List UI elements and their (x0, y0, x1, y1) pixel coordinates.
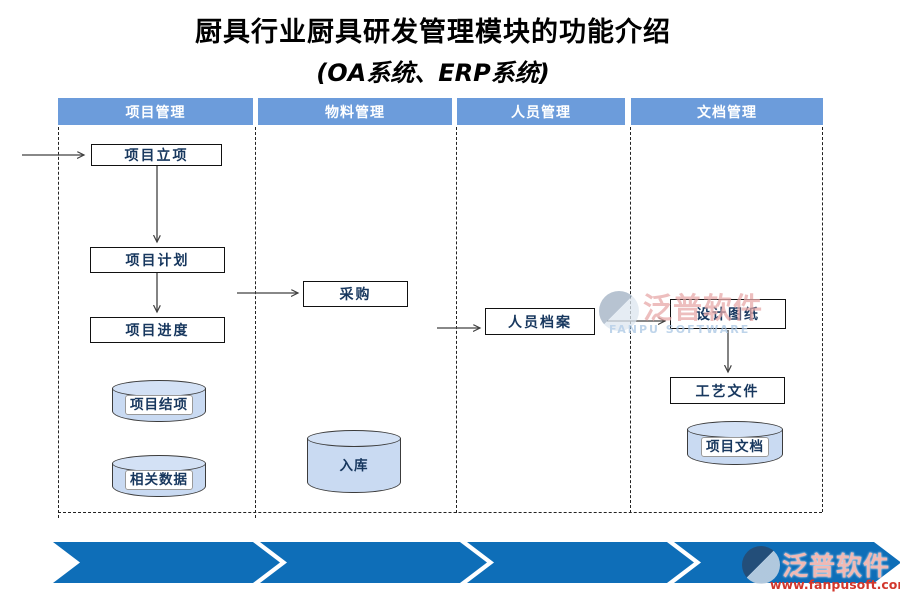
lane-border-right (822, 127, 823, 512)
lane-border-left (58, 127, 59, 518)
page-title: 厨具行业厨具研发管理模块的功能介绍 (OA系统、ERP系统) (0, 10, 866, 88)
lane-divider-3 (630, 127, 631, 513)
chevron-step-4 (674, 542, 900, 583)
column-header-project-management: 项目管理 (58, 98, 253, 125)
lane-divider-1 (255, 127, 256, 518)
chevron-step-2 (260, 542, 487, 583)
title-line-2: (OA系统、ERP系统) (316, 59, 550, 87)
lane-border-bottom (58, 512, 822, 513)
node-purchase: 采购 (303, 281, 408, 307)
cylinder-related-data: 相关数据 (112, 455, 206, 497)
cylinder-body (307, 438, 401, 493)
cylinder-warehouse-in: 入库 (307, 430, 401, 493)
node-project-plan: 项目计划 (90, 247, 225, 273)
column-header-material-management: 物料管理 (258, 98, 452, 125)
lane-divider-2 (456, 127, 457, 513)
cylinder-project-documents: 项目文档 (687, 421, 783, 465)
column-header-personnel-management: 人员管理 (457, 98, 625, 125)
chevron-step-1 (53, 542, 280, 583)
node-project-initiation: 项目立项 (91, 144, 222, 166)
cylinder-label: 相关数据 (125, 469, 193, 490)
cylinder-project-closure: 项目结项 (112, 380, 206, 422)
node-project-progress: 项目进度 (90, 317, 225, 343)
node-design-drawings: 设计图纸 (670, 299, 786, 329)
chevron-step-3 (467, 542, 694, 583)
cylinder-top (307, 430, 401, 447)
node-process-documents: 工艺文件 (670, 377, 785, 404)
cylinder-label: 项目结项 (125, 394, 193, 415)
cylinder-label: 入库 (339, 458, 369, 475)
title-line-1: 厨具行业厨具研发管理模块的功能介绍 (195, 17, 671, 48)
cylinder-label: 项目文档 (701, 436, 769, 457)
fanpu-logo-icon (599, 291, 639, 331)
column-header-document-management: 文档管理 (631, 98, 823, 125)
node-personnel-files: 人员档案 (485, 308, 595, 335)
